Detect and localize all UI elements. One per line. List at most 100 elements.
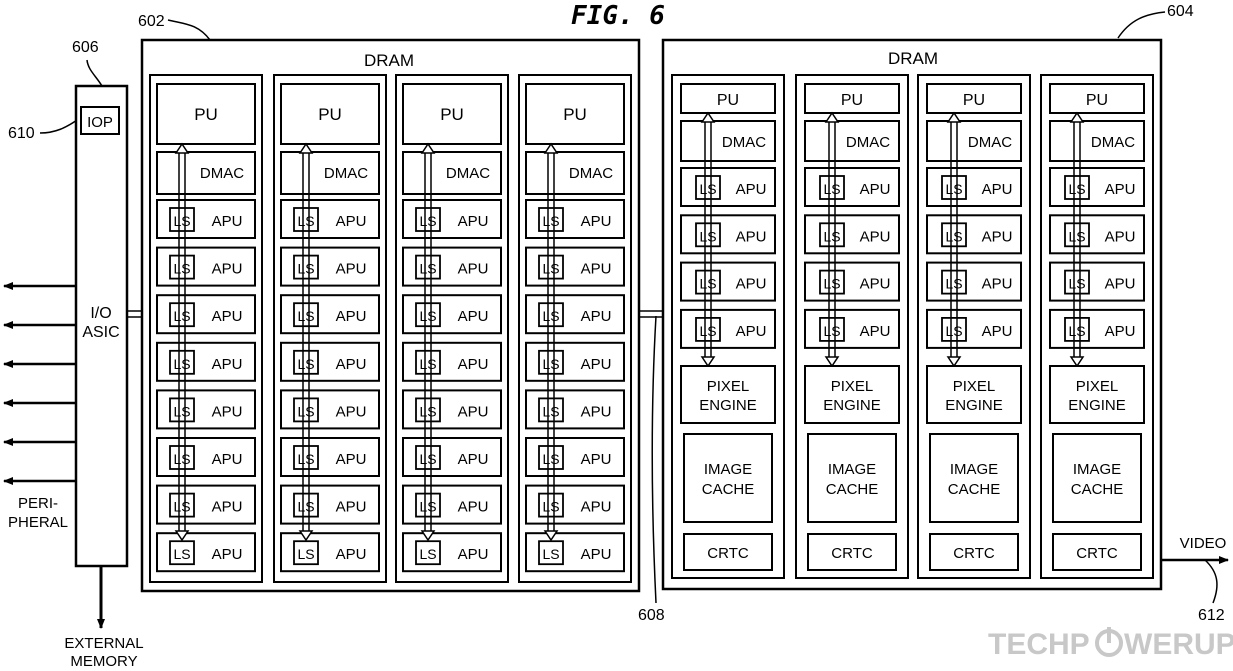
external-memory-label-line2: MEMORY bbox=[70, 653, 137, 670]
apu-label: APU bbox=[212, 356, 243, 373]
apu-label: APU bbox=[336, 308, 367, 325]
ls-box bbox=[1064, 316, 1090, 342]
apu-label: APU bbox=[336, 451, 367, 468]
ls-label: LS bbox=[419, 451, 436, 467]
apu-label: APU bbox=[212, 451, 243, 468]
peripheral-label-line1: PERI- bbox=[18, 495, 58, 512]
pixel-engine-label-line2: ENGINE bbox=[699, 397, 757, 414]
ls-box bbox=[538, 207, 564, 232]
ls-label: LS bbox=[945, 276, 962, 292]
dmac-label: DMAC bbox=[324, 165, 368, 182]
ls-box bbox=[169, 445, 195, 470]
ref-604-leader bbox=[1117, 11, 1166, 39]
pixel-engine-label-line1: PIXEL bbox=[831, 378, 874, 395]
dmac-label: DMAC bbox=[200, 165, 244, 182]
apu-label: APU bbox=[736, 276, 767, 293]
internal-bus-arrow-head-bottom bbox=[298, 530, 314, 542]
internal-bus-arrow-head-top bbox=[1069, 111, 1085, 123]
ls-label: LS bbox=[699, 228, 716, 244]
pu-label: PU bbox=[563, 105, 587, 124]
apu-label: APU bbox=[458, 261, 489, 278]
apu-label: APU bbox=[458, 213, 489, 230]
internal-bus-arrow-head-top bbox=[298, 142, 314, 154]
ls-box bbox=[169, 207, 195, 232]
ls-box bbox=[415, 445, 441, 470]
ls-label: LS bbox=[297, 213, 314, 229]
internal-bus-arrow-head-top bbox=[420, 142, 436, 154]
internal-bus-arrow-head-top bbox=[174, 142, 190, 154]
io-asic-label-line1: I/O bbox=[90, 305, 111, 322]
pu-label: PU bbox=[440, 105, 464, 124]
apu-label: APU bbox=[982, 228, 1013, 245]
ls-box bbox=[293, 302, 319, 328]
apu-label: APU bbox=[982, 323, 1013, 340]
internal-bus-arrow-head-bottom bbox=[700, 356, 716, 368]
ls-box bbox=[1064, 269, 1090, 295]
apu-label: APU bbox=[581, 261, 612, 278]
apu-label: APU bbox=[458, 403, 489, 420]
dmac-box bbox=[525, 151, 625, 195]
pu-box bbox=[280, 83, 380, 145]
apu-label: APU bbox=[736, 228, 767, 245]
image-cache-label-line1: IMAGE bbox=[1073, 461, 1121, 478]
pixel-engine-box bbox=[1049, 365, 1145, 424]
ls-label: LS bbox=[419, 261, 436, 277]
iop-label: IOP bbox=[87, 114, 113, 131]
apu-label: APU bbox=[336, 403, 367, 420]
ref-608-label: 608 bbox=[638, 607, 665, 624]
apu-label: APU bbox=[1105, 323, 1136, 340]
dmac-label: DMAC bbox=[846, 134, 890, 151]
apu-label: APU bbox=[1105, 181, 1136, 198]
image-cache-label-line1: IMAGE bbox=[828, 461, 876, 478]
ls-label: LS bbox=[173, 261, 190, 277]
ls-box bbox=[169, 349, 195, 375]
ls-label: LS bbox=[419, 213, 436, 229]
ls-box bbox=[538, 254, 564, 280]
ls-label: LS bbox=[542, 308, 559, 324]
pixel-engine-label-line1: PIXEL bbox=[1076, 378, 1119, 395]
ls-box bbox=[169, 397, 195, 423]
image-cache-label-line2: CACHE bbox=[702, 481, 755, 498]
internal-bus-arrow-head-top bbox=[700, 111, 716, 123]
image-cache-box bbox=[807, 433, 897, 523]
internal-bus-arrow bbox=[946, 111, 962, 368]
internal-bus-arrow-head-bottom bbox=[1069, 356, 1085, 368]
ls-label: LS bbox=[823, 228, 840, 244]
internal-bus-arrow bbox=[420, 142, 436, 542]
ls-label: LS bbox=[297, 451, 314, 467]
pixel-engine-box bbox=[680, 365, 776, 424]
chip-602-dram-label: DRAM bbox=[364, 51, 414, 70]
chip-604-columns: PU DMAC LS APU LS APU LS APU LS APU PIXEL ENGINE IMA… bbox=[671, 74, 1154, 579]
pu-box bbox=[156, 83, 256, 145]
ls-label: LS bbox=[945, 228, 962, 244]
chip-602-columns: PU DMAC LS APU LS APU LS APU LS APU LS APU LS APU LS AP… bbox=[149, 74, 632, 583]
pu-box bbox=[926, 83, 1022, 114]
apu-label: APU bbox=[736, 323, 767, 340]
apu-label: APU bbox=[458, 499, 489, 516]
apu-label: APU bbox=[860, 276, 891, 293]
internal-bus-arrow bbox=[543, 142, 559, 542]
ls-label: LS bbox=[823, 276, 840, 292]
apu-box bbox=[280, 437, 380, 477]
video-label: VIDEO bbox=[1180, 535, 1227, 552]
apu-label: APU bbox=[1105, 228, 1136, 245]
ls-box bbox=[169, 254, 195, 280]
ls-box bbox=[695, 222, 721, 248]
pu-box bbox=[804, 83, 900, 114]
ls-box bbox=[941, 175, 967, 200]
ref-610-leader bbox=[39, 117, 81, 134]
ls-label: LS bbox=[542, 546, 559, 562]
ls-label: LS bbox=[945, 181, 962, 197]
ls-box bbox=[819, 222, 845, 248]
image-cache-box bbox=[929, 433, 1019, 523]
internal-bus-arrow-head-bottom bbox=[824, 356, 840, 368]
image-cache-label-line2: CACHE bbox=[948, 481, 1001, 498]
crtc-box bbox=[683, 533, 773, 571]
pixel-engine-label-line2: ENGINE bbox=[823, 397, 881, 414]
pu-label: PU bbox=[717, 92, 739, 109]
apu-label: APU bbox=[581, 308, 612, 325]
ls-label: LS bbox=[542, 213, 559, 229]
